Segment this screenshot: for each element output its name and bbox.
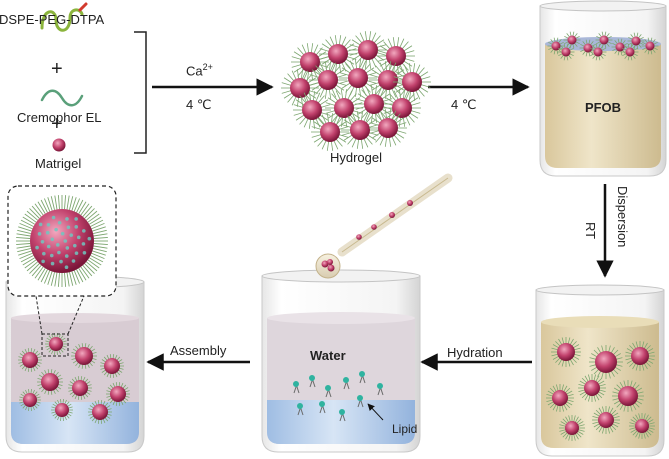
assembled-particle [19, 389, 41, 411]
lipid-pointer [367, 403, 384, 421]
assembled-particle [71, 343, 97, 369]
hydrogel-cluster [281, 31, 431, 151]
hydrogel-particle [349, 31, 387, 69]
matrigel-icon [52, 138, 66, 152]
dispersed-particle [592, 406, 620, 434]
assembled-particle [88, 400, 112, 424]
lipid-molecule [293, 381, 300, 394]
lipid-molecule [359, 371, 366, 384]
dispersed-particle [629, 413, 655, 439]
assembled-particle [51, 399, 73, 421]
pfob-surface-particle [579, 39, 597, 57]
label-hydration: Hydration [447, 345, 503, 360]
hydrogel-particle [291, 43, 329, 81]
dispersed-particle [559, 415, 585, 441]
hydrogel-particle [393, 63, 431, 101]
assembly-beaker [5, 275, 145, 453]
zoom-line-right [67, 295, 85, 335]
hydrogel-particle [293, 91, 331, 129]
zoom-nanoparticle [16, 195, 108, 287]
hydrogel-particle [369, 109, 407, 147]
dispersed-particle [589, 345, 623, 379]
label-dspe-peg-dtpa: DSPE-PEG-DTPA [0, 12, 105, 27]
lipid-molecule [297, 403, 304, 416]
pfob-surface-particle [621, 43, 639, 61]
dspe-peg-dtpa-icon [40, 8, 84, 32]
assembled-particle [100, 354, 124, 378]
pfob-surface-particle [547, 37, 565, 55]
assembled-particle [68, 376, 92, 400]
cremophor-el-icon [40, 89, 84, 107]
hydrogel-particle [377, 37, 415, 75]
pfob-beaker [539, 0, 667, 177]
label-hydrogel: Hydrogel [329, 150, 383, 165]
assembled-particle [18, 348, 42, 372]
lipid-molecule [357, 395, 364, 408]
label-assembly: Assembly [170, 343, 227, 358]
lipid-molecule [339, 409, 346, 422]
label-calcium: Ca2+ [186, 62, 213, 79]
label-dispersion: Dispersion [615, 186, 630, 248]
dispersed-particle [612, 380, 644, 412]
label-matrigel: Matrigel [35, 156, 82, 171]
zoom-source-box [41, 333, 69, 357]
assembled-particle [37, 369, 63, 395]
lipid-molecule [309, 375, 316, 388]
dispersed-particle [578, 374, 606, 402]
label-lipid: Lipid [392, 422, 418, 436]
dispersed-particle [625, 341, 655, 371]
assembled-particle [106, 382, 130, 406]
hydrogel-particle [341, 111, 379, 149]
label-water: Water [310, 348, 346, 363]
label-temp-1: 4 ℃ [186, 97, 212, 112]
lipid-molecule [343, 377, 350, 390]
plus-sign-2: + [51, 113, 63, 135]
hydrogel-particle [309, 61, 347, 99]
label-temp-2: 4 ℃ [451, 97, 477, 112]
pfob-surface-particle [557, 43, 575, 61]
lipid-molecule [377, 383, 384, 396]
label-pfob: PFOB [584, 100, 622, 115]
label-cremophor-el: Cremophor EL [17, 110, 102, 125]
dispersed-particle [551, 337, 581, 367]
dispersion-beaker [535, 284, 665, 457]
zoom-line-left [35, 295, 43, 335]
lipid-molecule [319, 401, 326, 414]
pfob-surface-particle [627, 32, 645, 50]
pfob-surface-particle [563, 31, 581, 49]
hydrogel-particle [339, 59, 377, 97]
label-rt: RT [583, 222, 598, 240]
pfob-surface-particle [641, 37, 659, 55]
pipette [315, 173, 453, 279]
water-beaker [261, 269, 421, 453]
pfob-surface-particle [589, 43, 607, 61]
hydrogel-particle [319, 35, 357, 73]
dspe-head-icon [78, 2, 88, 12]
pfob-surface-particle [611, 38, 629, 56]
dispersed-particle [546, 384, 574, 412]
lipid-molecule [325, 385, 332, 398]
reagent-bracket [134, 31, 147, 154]
plus-sign-1: + [51, 58, 63, 80]
hydrogel-particle [311, 113, 349, 151]
